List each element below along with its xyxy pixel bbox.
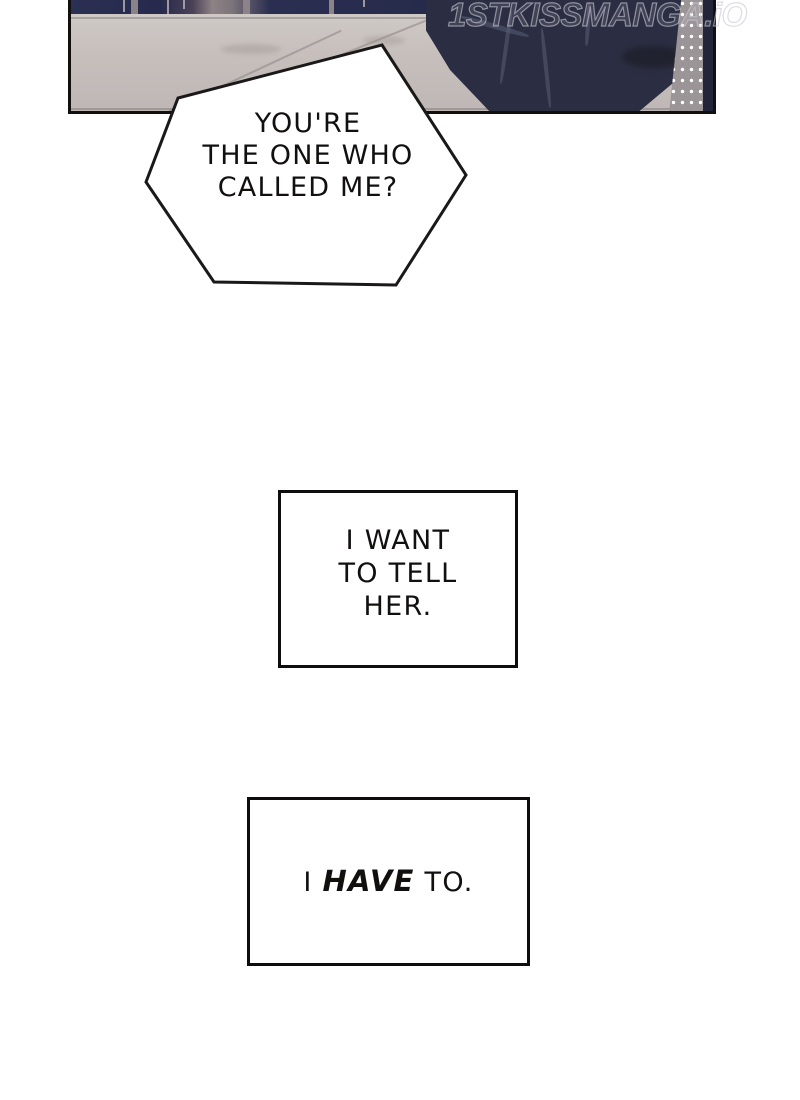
caption-box-i-have-to-text: I HAVE TO. bbox=[303, 863, 474, 899]
pavement-smudge bbox=[363, 36, 405, 45]
pavement-seam bbox=[71, 17, 441, 19]
caption-segment-emphasis: HAVE bbox=[322, 863, 415, 898]
caption-box-i-want-to-tell-her-text: I WANT TO TELL HER. bbox=[338, 524, 458, 622]
coat-fold bbox=[584, 1, 592, 47]
caption-segment-plain-1: I bbox=[303, 866, 323, 898]
coat-fold bbox=[460, 14, 530, 39]
glass-mullion bbox=[329, 0, 334, 15]
coat-fold bbox=[539, 28, 553, 108]
hexagon-speech-bubble: YOU'RE THE ONE WHO CALLED ME? bbox=[140, 38, 476, 294]
caption-box-i-have-to: I HAVE TO. bbox=[247, 797, 530, 966]
caption-box-i-want-to-tell-her: I WANT TO TELL HER. bbox=[278, 490, 518, 668]
panel-right-dark-edge bbox=[703, 0, 713, 111]
glass-mullion bbox=[243, 0, 250, 15]
coat-shadow bbox=[622, 46, 684, 68]
rain-drip bbox=[167, 0, 169, 15]
hexagon-speech-bubble-text: YOU'RE THE ONE WHO CALLED ME? bbox=[202, 108, 414, 203]
rain-drip bbox=[123, 0, 125, 12]
caption-segment-plain-2: TO. bbox=[414, 866, 474, 898]
rain-drip bbox=[183, 0, 185, 9]
rain-drip bbox=[363, 0, 365, 7]
coat-fold bbox=[498, 10, 514, 84]
glass-mullion bbox=[131, 0, 138, 15]
hexagon-speech-bubble-shape bbox=[144, 43, 468, 287]
pavement-smudge bbox=[221, 44, 281, 54]
